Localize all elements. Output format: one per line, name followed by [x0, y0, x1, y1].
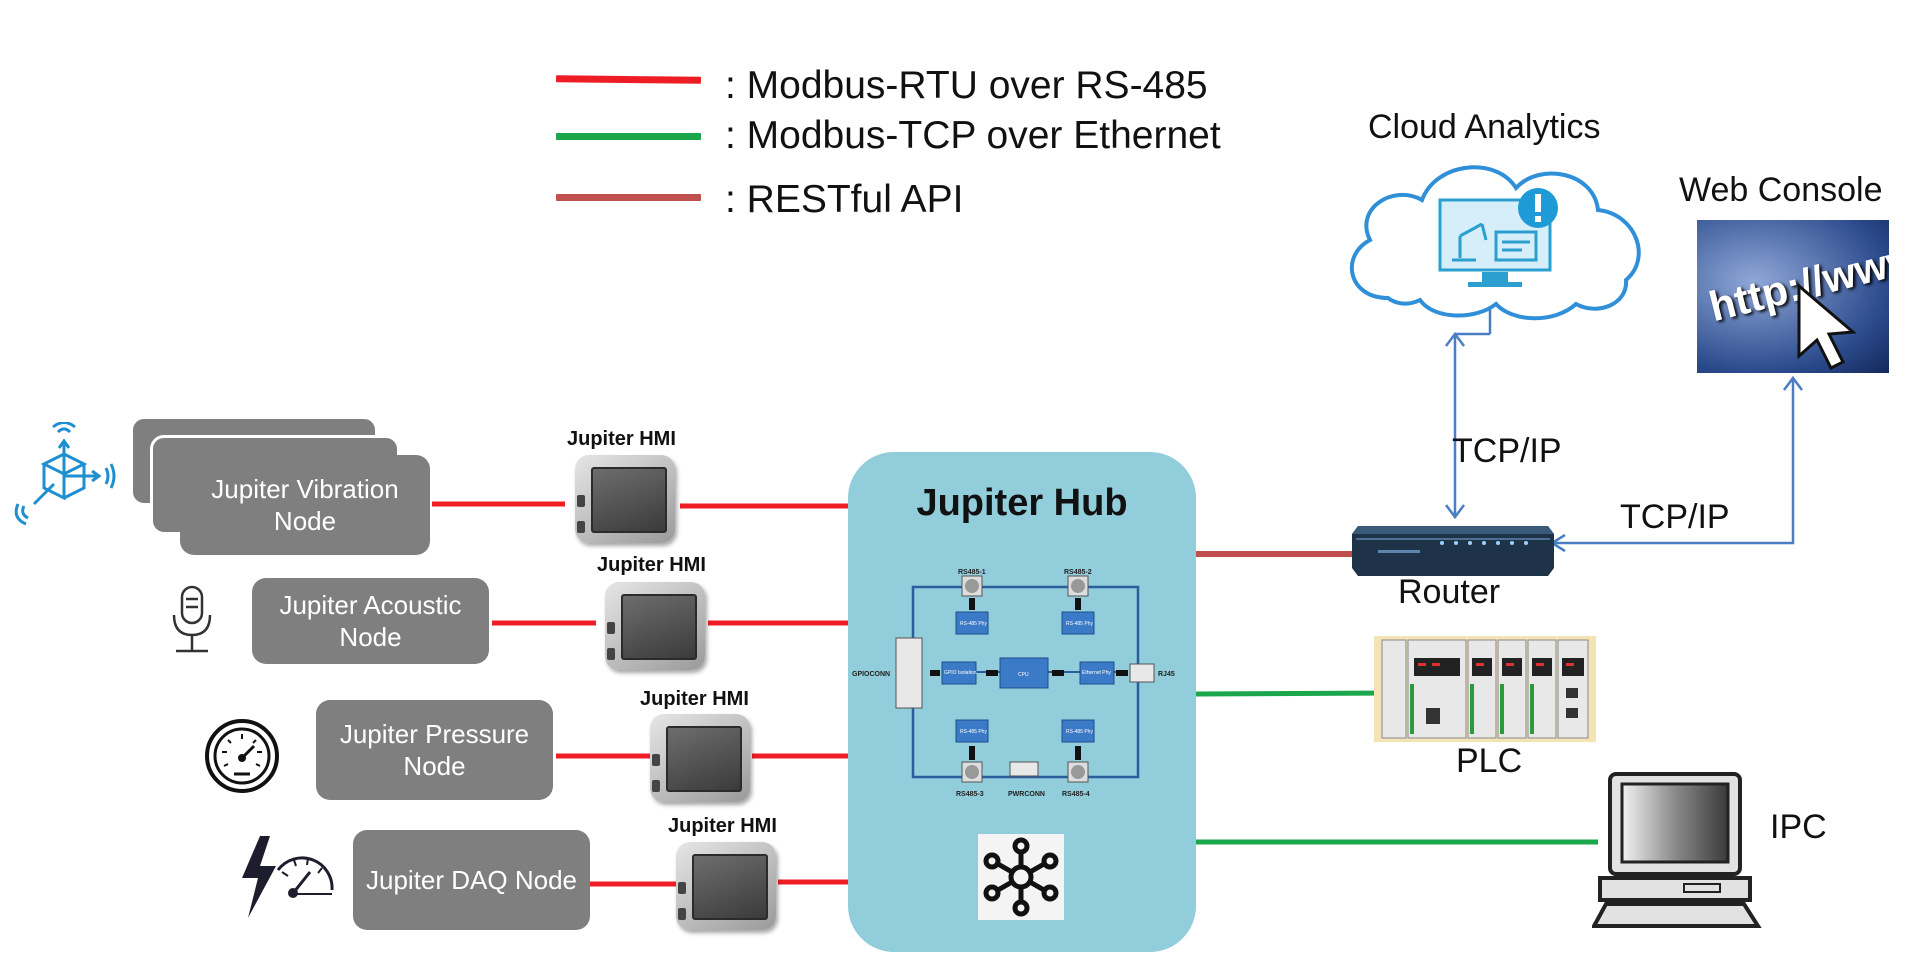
jupiter-hub: Jupiter Hub RS485-1 RS485-2 — [848, 452, 1196, 952]
plc-label: PLC — [1456, 742, 1523, 780]
acoustic-node: Jupiter Acoustic Node — [252, 578, 489, 664]
power-meter-icon — [242, 836, 334, 918]
tcpip-label-web: TCP/IP — [1620, 498, 1730, 536]
label-rs485-phy-2: RS-485 Phy — [1066, 621, 1093, 627]
web-console-icon: http://www — [1697, 220, 1889, 373]
vibration-node: Jupiter Vibration Node — [180, 455, 430, 555]
router-icon — [1352, 526, 1554, 576]
tcpip-label-cloud: TCP/IP — [1452, 432, 1562, 470]
label-rs485-4: RS485-4 — [1062, 791, 1090, 798]
router-label: Router — [1398, 573, 1501, 611]
pressure-node: Jupiter Pressure Node — [316, 700, 553, 800]
label-rs485-phy-4: RS-485 Phy — [1066, 729, 1093, 735]
vibration-sensor-icon — [14, 422, 116, 526]
hmi-device-daq — [676, 842, 776, 930]
plc-icon — [1374, 636, 1596, 742]
label-gpio-isolation: GPIO Isolation — [944, 670, 977, 676]
label-rs485-phy-3: RS-485 Phy — [960, 729, 987, 735]
label-gpioconn: GPIOCONN — [852, 671, 890, 678]
label-rs485-phy-1: RS-485 Phy — [960, 621, 987, 627]
label-rs485-2: RS485-2 — [1064, 569, 1092, 576]
legend-line-tcp — [556, 133, 701, 140]
hub-title: Jupiter Hub — [916, 482, 1128, 524]
hmi-device-pressure — [650, 714, 750, 802]
hmi-label-acoustic: Jupiter HMI — [597, 554, 706, 576]
label-rs485-3: RS485-3 — [956, 791, 984, 798]
hmi-label-daq: Jupiter HMI — [668, 815, 777, 837]
hmi-device-vibration — [575, 455, 675, 543]
cursor-icon — [1797, 282, 1857, 370]
pressure-gauge-icon — [205, 719, 279, 793]
legend-label-tcp: : Modbus-TCP over Ethernet — [725, 114, 1221, 157]
legend-label-rest: : RESTful API — [725, 178, 964, 221]
cloud-analytics-label: Cloud Analytics — [1368, 108, 1601, 146]
label-rs485-1: RS485-1 — [958, 569, 986, 576]
hmi-device-acoustic — [605, 582, 705, 670]
label-pwrconn: PWRCONN — [1008, 791, 1045, 798]
hub-network-icon — [978, 834, 1064, 920]
daq-node: Jupiter DAQ Node — [353, 830, 590, 930]
hmi-label-pressure: Jupiter HMI — [640, 688, 749, 710]
tcp-link-plc — [1195, 690, 1393, 697]
ipc-label: IPC — [1770, 808, 1827, 846]
hub-block-diagram: RS485-1 RS485-2 RS485-3 RS485-4 GPIOCONN… — [852, 569, 1175, 798]
cloud-analytics-icon — [1350, 165, 1641, 321]
hmi-label-vibration: Jupiter HMI — [567, 428, 676, 450]
legend-label-rtu: : Modbus-RTU over RS-485 — [725, 64, 1208, 107]
label-cpu: CPU — [1018, 672, 1029, 678]
microphone-icon — [172, 585, 212, 653]
label-rj45: RJ45 — [1158, 671, 1175, 678]
ipc-icon — [1592, 772, 1762, 928]
legend-line-rest — [556, 194, 701, 201]
rtu-links — [432, 501, 848, 887]
legend-line-rtu — [555, 75, 702, 84]
label-ethernet-phy: Ethernet Phy — [1082, 670, 1111, 676]
web-console-label: Web Console — [1679, 171, 1883, 209]
